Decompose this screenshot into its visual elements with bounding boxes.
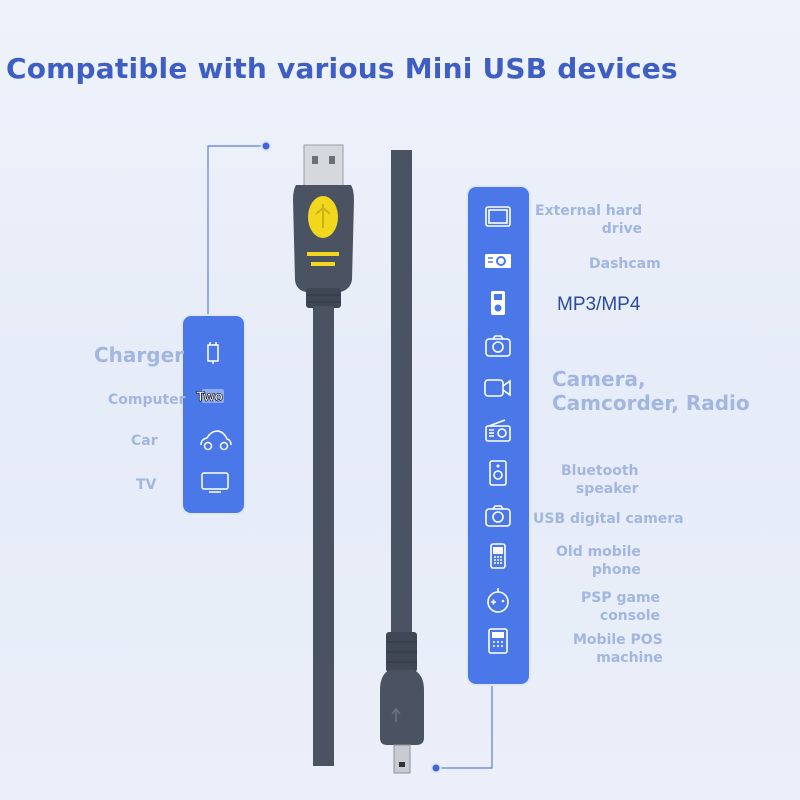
mp3-player-icon — [483, 290, 513, 316]
label-bluetooth-speaker: Bluetooth speaker — [561, 463, 639, 497]
charger-icon — [198, 340, 228, 366]
radio-icon — [483, 418, 513, 444]
gamepad-icon — [483, 587, 513, 613]
label-car: Car — [131, 433, 158, 449]
label-computer: Computer — [108, 392, 186, 408]
cable-right — [391, 150, 412, 640]
usb-a-plug — [293, 144, 354, 308]
label-tv: TV — [136, 477, 157, 493]
car-icon — [198, 427, 232, 453]
label-camera-camcorder-radio: Camera, Camcorder, Radio — [552, 367, 750, 415]
left-connector-line — [207, 145, 266, 316]
label-mobile-pos-machine: Mobile POS machine — [573, 632, 663, 666]
camcorder-icon — [483, 375, 513, 401]
left-connector-dot — [260, 140, 272, 152]
camera-icon — [483, 333, 513, 359]
speaker-icon — [483, 460, 513, 486]
label-external-hard-drive: External hard drive — [535, 203, 643, 237]
label-charger: Charger — [94, 343, 185, 367]
dashcam-icon — [483, 248, 513, 274]
mini-usb-plug — [380, 632, 424, 774]
label-psp-game-console: PSP game console — [581, 590, 661, 624]
label-mp3-mp4: MP3/MP4 — [557, 294, 641, 315]
right-connector-dot — [430, 762, 442, 774]
cable-left — [313, 306, 334, 766]
tv-icon — [200, 470, 230, 496]
computer-icon — [198, 384, 228, 410]
right-connector-line — [436, 684, 493, 769]
left-device-panel — [183, 316, 244, 513]
page-title: Compatible with various Mini USB devices — [6, 52, 678, 85]
phone-icon — [483, 543, 513, 569]
pos-icon — [483, 628, 513, 654]
camera-icon — [483, 503, 513, 529]
label-dashcam: Dashcam — [589, 256, 661, 272]
overlay-text-two: Two — [196, 388, 224, 405]
label-old-mobile-phone: Old mobile phone — [556, 544, 641, 578]
label-usb-digital-camera: USB digital camera — [533, 511, 684, 527]
hard-drive-icon — [483, 204, 513, 230]
